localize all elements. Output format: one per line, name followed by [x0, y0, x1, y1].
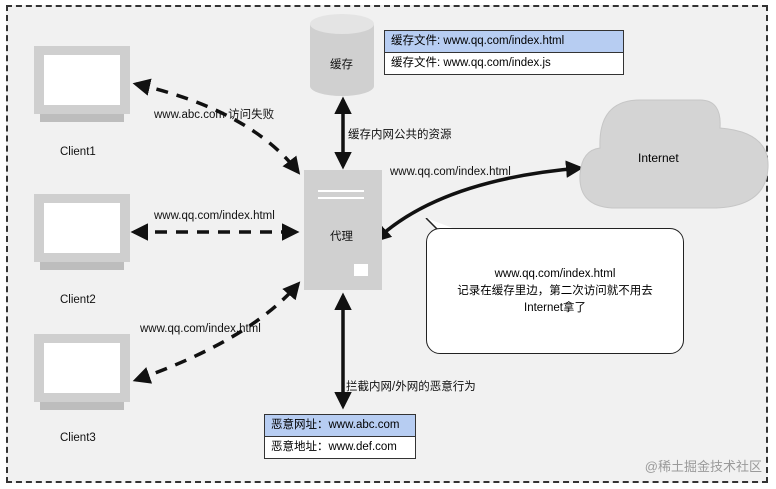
client2-label: Client2 — [60, 294, 96, 306]
cache-database-icon — [310, 14, 374, 96]
cache-file-table: 缓存文件: www.qq.com/index.html 缓存文件: www.qq… — [384, 30, 624, 75]
edge-label-proxy-internet: www.qq.com/index.html — [390, 166, 511, 178]
note-line: Internet拿了 — [524, 302, 586, 314]
client1-label: Client1 — [60, 146, 96, 158]
edge-label-client1: www.abc.com 访问失败 — [154, 109, 275, 121]
client2-monitor-icon — [34, 194, 130, 270]
edge-label-proxy-block: 拦截内网/外网的恶意行为 — [346, 381, 476, 393]
client3-label: Client3 — [60, 432, 96, 444]
cache-row: 缓存文件: www.qq.com/index.html — [385, 31, 623, 53]
proxy-label: 代理 — [330, 231, 353, 243]
watermark: @稀土掘金技术社区 — [644, 459, 762, 474]
edge-label-cache-proxy: 缓存内网公共的资源 — [348, 129, 452, 141]
note-bubble: www.qq.com/index.html 记录在缓存里边，第二次访问就不用去 … — [425, 218, 684, 354]
edge-label-client3: www.qq.com/index.html — [140, 323, 261, 335]
internet-cloud — [579, 99, 769, 209]
proxy-server-icon — [304, 170, 382, 290]
client1-monitor-icon — [34, 46, 130, 122]
edge-label-client2: www.qq.com/index.html — [154, 210, 275, 222]
block-row: 恶意地址：www.def.com — [271, 441, 397, 453]
edge-proxy-internet — [373, 160, 584, 243]
edge-client1-proxy — [132, 78, 301, 175]
cache-row: 缓存文件: www.qq.com/index.js — [391, 57, 551, 69]
client3-monitor-icon — [34, 334, 130, 410]
note-line: 记录在缓存里边，第二次访问就不用去 — [457, 285, 653, 297]
block-row: 恶意网址：www.abc.com — [265, 415, 415, 437]
internet-label: Internet — [638, 151, 679, 165]
malicious-block-table: 恶意网址：www.abc.com 恶意地址：www.def.com — [264, 414, 416, 459]
note-line: www.qq.com/index.html — [494, 268, 616, 280]
edge-client3-proxy — [132, 281, 301, 384]
cache-label: 缓存 — [330, 59, 353, 71]
